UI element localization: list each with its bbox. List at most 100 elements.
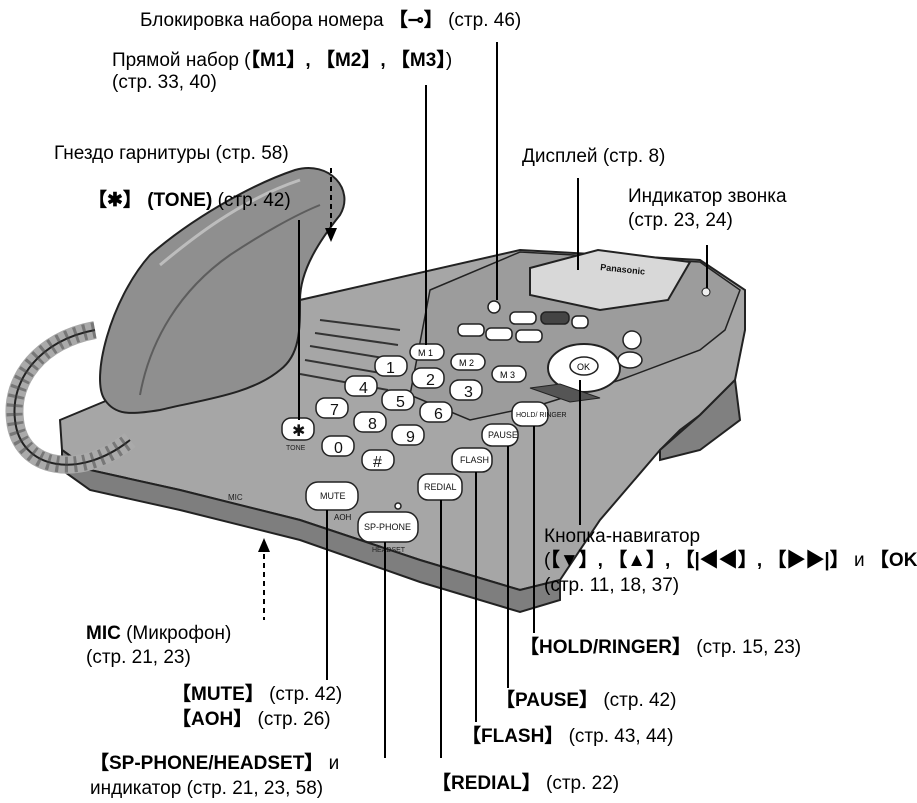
flash-key[interactable] [451,447,493,473]
direct-dial-label: Прямой набор (【M1】, 【M2】, 【M3】) [112,50,452,72]
key-1-label: 1 [386,360,395,377]
sp-phone-and: и [323,753,340,774]
ringer-indicator-light [701,287,711,297]
aoh-label: 【AOH】 (стр. 26) [172,709,331,731]
headset-small-label: HEADSET [372,547,406,554]
display-label: Дисплей (стр. 8) [522,146,666,167]
ok-key[interactable] [569,356,599,376]
key-3-label: 3 [464,384,473,401]
sp-phone-label: 【SP-PHONE/HEADSET】 и [90,753,339,775]
flash-pages: (стр. 43, 44) [563,726,674,747]
dial-lock-text: Блокировка набора номера [140,10,384,31]
direct-dial-close: ) [445,50,453,71]
pause-key[interactable] [481,423,519,447]
mic-bold: MIC [86,623,121,644]
aoh-small-label: AOH [334,513,352,522]
key-9[interactable] [391,424,425,446]
key-8-label: 8 [368,416,377,433]
key-3[interactable] [449,379,483,401]
menu-key-2[interactable] [540,311,570,325]
volume-key[interactable] [617,351,643,369]
mic-rest: (Микрофон) [120,623,232,644]
key-4[interactable] [344,375,378,397]
ok-key-label: OK [577,362,590,372]
mute-label: 【MUTE】 (стр. 42) [172,684,342,706]
display-screen [529,248,692,312]
mute-key[interactable] [305,481,359,511]
tone-key-label: 【✱】 (TONE) (стр. 42) [88,190,291,212]
memory-keys [409,343,527,383]
brand-logo: Panasonic [600,262,646,277]
aoh-page: (стр. 26) [252,709,331,730]
sp-phone-key[interactable] [357,511,419,543]
headset-jack-label: Гнездо гарнитуры (стр. 58) [54,143,289,164]
hold-ringer-label: 【HOLD/RINGER】 (стр. 15, 23) [520,637,801,659]
navigator-ok: 【OK】 [869,550,917,571]
dial-lock-page: (стр. 46) [448,10,522,31]
m3-key[interactable] [491,365,527,383]
pause-page: (стр. 42) [598,690,677,711]
key-5-label: 5 [396,394,405,411]
tone-key-page: (стр. 42) [217,190,291,211]
sp-phone-line2: индикатор (стр. 21, 23, 58) [90,778,324,799]
navigator[interactable]: OK [547,343,621,393]
dial-lock-key-text: 【⊸】 [388,10,443,31]
redial-key-text: 【REDIAL】 [432,773,541,794]
hold-ringer-pages: (стр. 15, 23) [691,637,802,658]
mic-small-label: MIC [228,493,243,502]
key-7[interactable] [315,397,349,419]
hold-ringer-key[interactable] [511,401,549,427]
pause-key-label: PAUSE [488,430,518,440]
key-6-label: 6 [434,406,443,423]
pause-label: 【PAUSE】 (стр. 42) [496,690,676,712]
flash-key-text: 【FLASH】 [462,726,564,747]
direct-dial-text: Прямой набор ( [112,50,251,71]
navigator-and: и [848,550,870,571]
key-2-label: 2 [426,372,435,389]
key-8[interactable] [353,411,387,433]
menu-key-1[interactable] [509,311,537,325]
key-1[interactable] [374,355,408,377]
aoh-key-text: 【AOH】 [172,709,253,730]
dial-lock-key[interactable] [487,300,501,314]
dial-lock-label: Блокировка набора номера 【⊸】 (стр. 46) [140,10,521,32]
key-2[interactable] [411,367,445,389]
dial-pad [281,355,483,471]
navigator-label-1: Кнопка-навигатор [544,526,701,547]
key-5[interactable] [381,389,415,411]
redial-key-label: REDIAL [424,482,457,492]
function-key[interactable] [622,330,642,350]
handset [99,167,346,414]
key-0[interactable] [321,435,355,457]
m3-key-label: M 3 [500,370,515,380]
key-7-label: 7 [330,402,339,419]
func-key-2[interactable] [485,327,513,341]
func-key-3[interactable] [515,329,543,343]
hold-key-label: HOLD/ RINGER [516,412,567,419]
m2-key[interactable] [450,353,486,371]
direct-dial-pages: (стр. 33, 40) [112,72,217,93]
flash-key-label: FLASH [460,455,489,465]
exit-key[interactable] [571,315,589,329]
caller-id-logo [529,383,601,403]
ringer-indicator-label-2: (стр. 23, 24) [628,210,733,231]
key-6[interactable] [419,401,453,423]
key-0-label: 0 [334,440,343,457]
navigator-pages: (стр. 11, 18, 37) [544,575,680,596]
coiled-cord [5,321,136,474]
ringer-indicator-label-1: Индикатор звонка [628,186,787,207]
pause-key-text: 【PAUSE】 [496,690,599,711]
func-key-1[interactable] [457,323,485,337]
direct-dial-keys: 【M1】, 【M2】, 【M3】 [250,50,446,71]
navigator-open: ( [544,550,551,571]
m2-key-label: M 2 [459,358,474,368]
mic-label: MIC (Микрофон) [86,623,231,645]
flash-label: 【FLASH】 (стр. 43, 44) [462,726,673,748]
m1-key-label: M 1 [418,348,433,358]
navigator-label-2: (【▼】, 【▲】, 【|◀◀】, 【▶▶|】 и 【OK】) [544,550,917,572]
redial-page: (стр. 22) [540,773,620,794]
sp-phone-key-text: 【SP-PHONE/HEADSET】 [90,753,324,774]
mute-key-label: MUTE [320,491,346,501]
key-hash[interactable] [361,449,395,471]
tone-small-label: TONE [286,445,306,452]
